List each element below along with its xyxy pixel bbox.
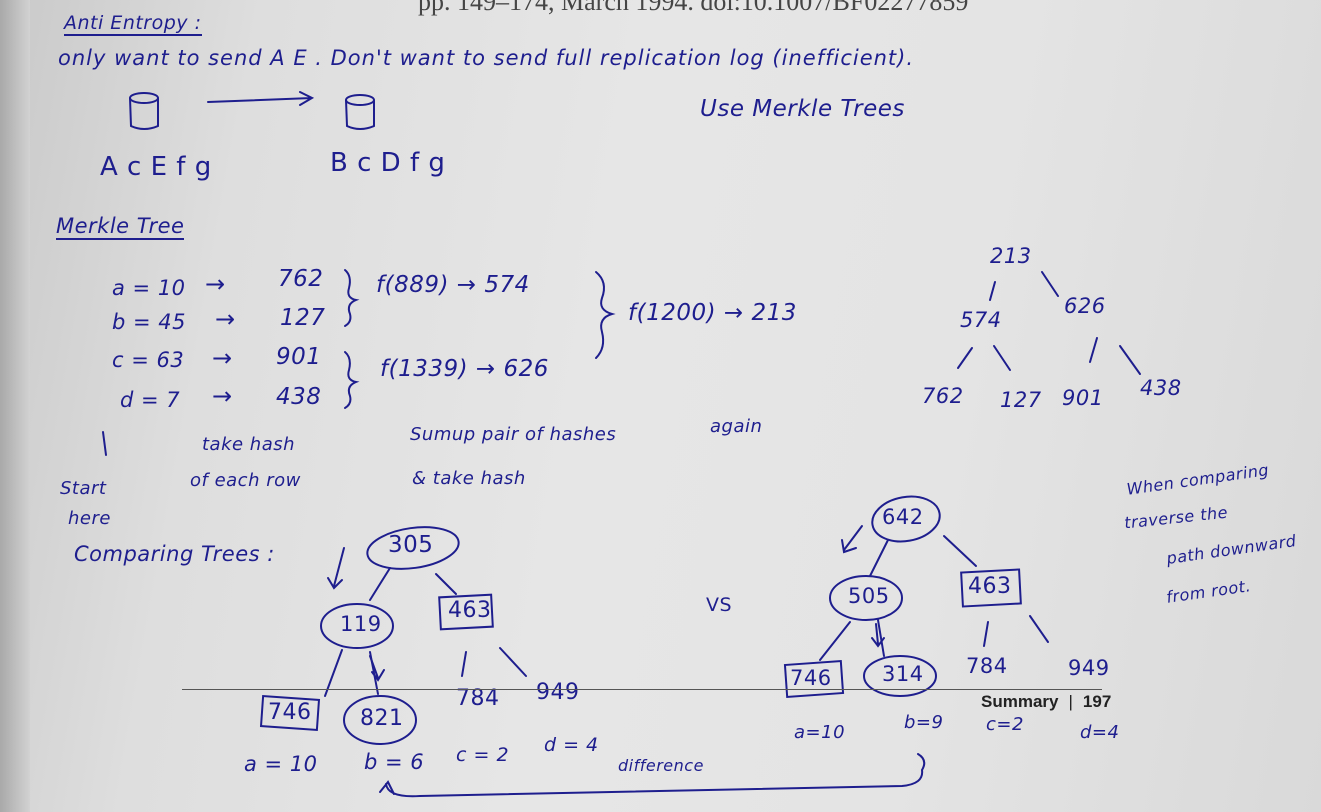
left-leaf-value: a = 10 bbox=[244, 752, 318, 776]
difference-label: difference bbox=[618, 756, 704, 775]
footer-rule bbox=[182, 689, 1102, 690]
row-arrow: → bbox=[212, 382, 233, 410]
step1-label-2: of each row bbox=[190, 470, 301, 491]
db-left-keys: A c E f g bbox=[100, 152, 212, 182]
left-leaf-value: c = 2 bbox=[456, 744, 510, 766]
row-hash: 901 bbox=[276, 344, 322, 370]
row-arrow: → bbox=[215, 305, 236, 333]
left-node-746-box bbox=[259, 695, 321, 731]
left-tree-node: 463 bbox=[448, 598, 492, 623]
use-merkle-note: Use Merkle Trees bbox=[700, 96, 905, 122]
left-tree-leaf: 746 bbox=[268, 700, 312, 725]
page-fold-shadow bbox=[0, 0, 30, 812]
left-tree-node: 119 bbox=[340, 612, 382, 636]
db-right-keys: B c D f g bbox=[330, 148, 446, 178]
brace-root bbox=[595, 271, 616, 359]
step2-label: Sumup pair of hashes bbox=[410, 424, 617, 445]
right-tree-leaf: 784 bbox=[966, 654, 1008, 678]
left-node-821-circle bbox=[343, 695, 417, 745]
row-kv: d = 7 bbox=[120, 388, 181, 412]
traverse-arrow-right-1 bbox=[841, 525, 863, 554]
merkle-tree-title: Merkle Tree bbox=[56, 214, 185, 240]
left-node-463-box bbox=[438, 593, 494, 631]
row-hash: 438 bbox=[276, 384, 322, 410]
row-kv: a = 10 bbox=[112, 276, 186, 300]
right-node-314-circle bbox=[863, 655, 937, 697]
row-hash: 762 bbox=[278, 266, 324, 292]
step2-label-2: & take hash bbox=[412, 468, 526, 489]
traverse-arrow-left-2 bbox=[369, 655, 385, 682]
difference-bracket bbox=[379, 753, 926, 798]
vs-label: VS bbox=[706, 594, 733, 616]
database-icon-right bbox=[345, 94, 375, 130]
footer-page-number: 197 bbox=[1082, 692, 1112, 711]
left-node-119-circle bbox=[320, 603, 394, 649]
tree-leaf: 127 bbox=[1000, 388, 1042, 412]
footer-separator: | bbox=[1068, 692, 1073, 711]
row-hash: 127 bbox=[280, 305, 326, 331]
right-tree-leaf: 949 bbox=[1068, 656, 1110, 680]
right-tree-node: 463 bbox=[968, 574, 1012, 599]
left-root-circle bbox=[366, 526, 460, 570]
left-tree-leaf: 821 bbox=[360, 706, 404, 731]
tree-root: 213 bbox=[990, 244, 1032, 268]
here-label: here bbox=[68, 508, 111, 529]
tree-leaf: 901 bbox=[1062, 386, 1104, 410]
right-node-463-box bbox=[960, 568, 1022, 608]
right-tree-node: 505 bbox=[848, 584, 890, 608]
pair1-hash: f(889) → 574 bbox=[376, 272, 530, 298]
traverse-arrow-left-1 bbox=[327, 547, 345, 590]
tree-leaf: 438 bbox=[1140, 376, 1182, 400]
left-tree-root: 305 bbox=[388, 532, 434, 558]
start-label: Start bbox=[60, 478, 107, 499]
right-tree-root: 642 bbox=[882, 505, 924, 529]
tree-node-left: 574 bbox=[960, 308, 1002, 332]
pair2-hash: f(1339) → 626 bbox=[380, 356, 549, 382]
brace-pair2 bbox=[344, 351, 360, 409]
step3-label: again bbox=[710, 416, 763, 437]
database-icon-left bbox=[129, 92, 159, 130]
right-leaf-value: c=2 bbox=[986, 714, 1024, 735]
anti-entropy-line: only want to send A E . Don't want to se… bbox=[58, 46, 915, 70]
footer-section: Summary bbox=[981, 692, 1059, 711]
anti-entropy-title: Anti Entropy : bbox=[64, 12, 202, 36]
brace-pair1 bbox=[344, 269, 360, 327]
start-marker bbox=[102, 431, 107, 456]
right-tree-leaf: 314 bbox=[882, 662, 924, 686]
left-tree-leaf: 784 bbox=[456, 686, 500, 711]
tree-node-right: 626 bbox=[1064, 294, 1106, 318]
left-tree-leaf: 949 bbox=[536, 680, 580, 705]
right-root-circle bbox=[871, 495, 941, 543]
printed-citation-header: pp. 149–174, March 1994. doi:10.1007/BF0… bbox=[418, 0, 969, 16]
step1-label: take hash bbox=[202, 434, 296, 455]
right-leaf-value: d=4 bbox=[1080, 722, 1120, 743]
row-arrow: → bbox=[205, 270, 226, 298]
right-leaf-value: b=9 bbox=[904, 712, 944, 733]
right-tree-leaf: 746 bbox=[790, 666, 832, 690]
right-node-746-box bbox=[783, 660, 845, 698]
row-kv: c = 63 bbox=[112, 348, 185, 372]
row-kv: b = 45 bbox=[112, 310, 186, 334]
right-node-505-circle bbox=[829, 575, 903, 621]
comparing-trees-title: Comparing Trees : bbox=[74, 542, 275, 566]
left-leaf-value: d = 4 bbox=[544, 734, 599, 756]
right-leaf-value: a=10 bbox=[794, 722, 846, 743]
row-arrow: → bbox=[212, 344, 233, 372]
tree-leaf: 762 bbox=[922, 384, 964, 408]
sync-arrow bbox=[207, 91, 315, 106]
left-leaf-value: b = 6 bbox=[364, 750, 425, 774]
page-footer: Summary | 197 bbox=[981, 692, 1111, 712]
root-hash-fn: f(1200) → 213 bbox=[628, 300, 797, 326]
traverse-arrow-right-2 bbox=[871, 623, 885, 648]
